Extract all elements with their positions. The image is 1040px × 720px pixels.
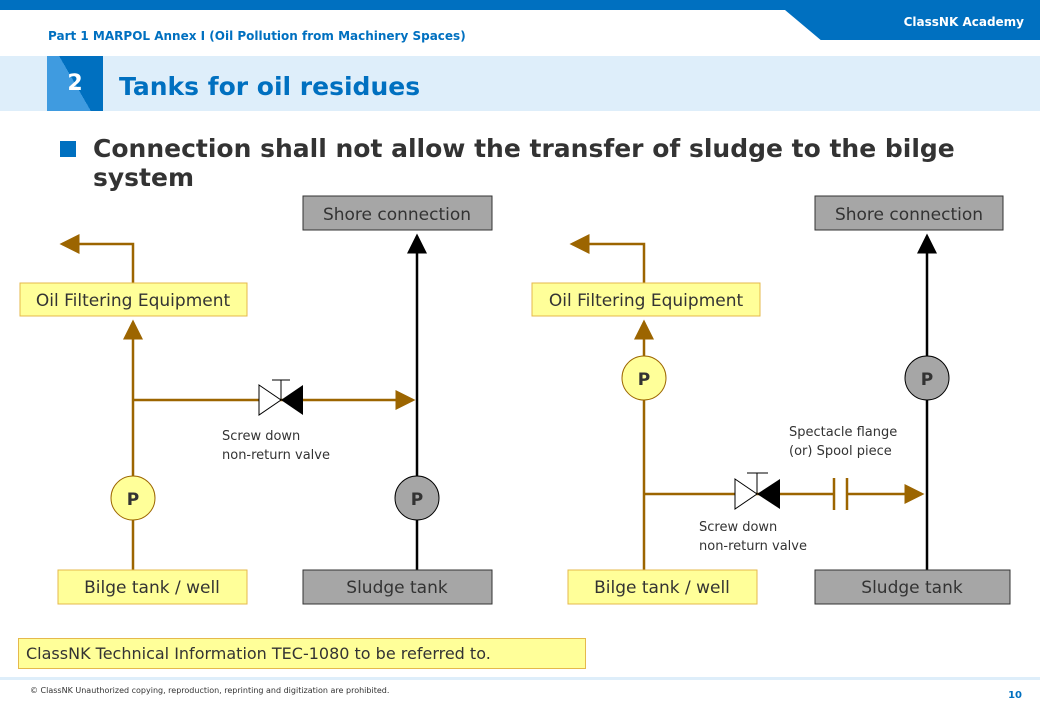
oil-filtering-equipment: Oil Filtering Equipment xyxy=(36,291,231,311)
valve-icon xyxy=(734,472,780,510)
sludge-pump: P xyxy=(921,370,933,390)
diagram-right: Shore connection Oil Filtering Equipment… xyxy=(531,195,1011,605)
sludge-tank: Sludge tank xyxy=(861,578,963,598)
bullet-icon xyxy=(60,141,76,157)
bilge-tank: Bilge tank / well xyxy=(84,578,220,598)
page-number: 10 xyxy=(1008,690,1022,701)
valve-label-2: non-return valve xyxy=(222,448,330,463)
shore-connection: Shore connection xyxy=(835,205,983,225)
sludge-tank: Sludge tank xyxy=(346,578,448,598)
brand-tab: ClassNK Academy xyxy=(785,10,1040,40)
brand-label: ClassNK Academy xyxy=(903,15,1024,29)
footer-divider xyxy=(0,677,1040,680)
flange-label-2: (or) Spool piece xyxy=(789,444,892,459)
page-title: Tanks for oil residues xyxy=(119,72,421,101)
bilge-tank: Bilge tank / well xyxy=(594,578,730,598)
valve-label-1: Screw down xyxy=(699,520,777,535)
title-band xyxy=(0,56,1040,111)
valve-label-1: Screw down xyxy=(222,429,300,444)
sludge-pump: P xyxy=(411,490,423,510)
part-label: Part 1 MARPOL Annex I (Oil Pollution fro… xyxy=(48,29,466,43)
valve-icon xyxy=(258,379,303,416)
bilge-pump: P xyxy=(638,370,650,390)
valve-label-2: non-return valve xyxy=(699,539,807,554)
oil-filtering-equipment: Oil Filtering Equipment xyxy=(549,291,744,311)
shore-connection: Shore connection xyxy=(323,205,471,225)
diagram-left: Shore connection Oil Filtering Equipment… xyxy=(19,195,493,605)
bilge-pump: P xyxy=(127,490,139,510)
flange-label-1: Spectacle flange xyxy=(789,425,897,440)
copyright: © ClassNK Unauthorized copying, reproduc… xyxy=(30,686,390,695)
slide-heading: Connection shall not allow the transfer … xyxy=(93,134,955,192)
top-bar xyxy=(0,0,1040,10)
section-number: 2 xyxy=(47,56,103,111)
reference-note: ClassNK Technical Information TEC-1080 t… xyxy=(18,638,586,669)
